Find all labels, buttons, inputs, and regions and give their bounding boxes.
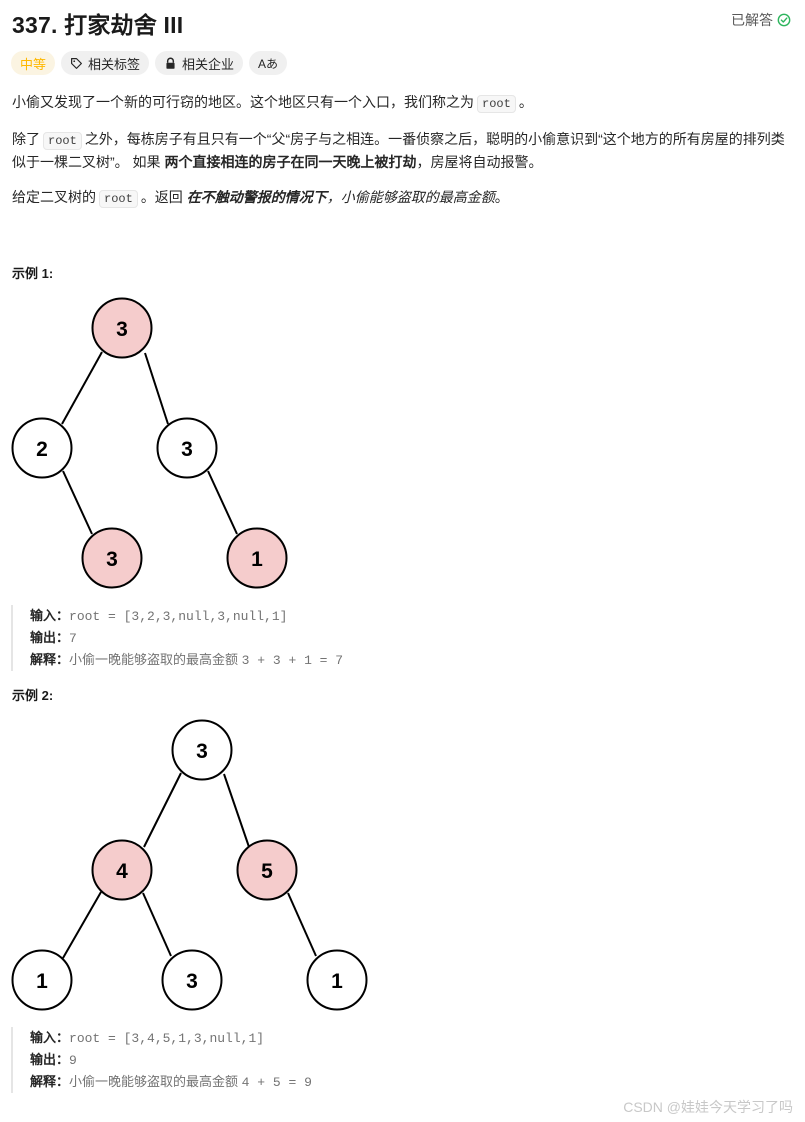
svg-text:1: 1 bbox=[36, 970, 48, 993]
svg-text:3: 3 bbox=[116, 318, 128, 341]
translate-icon: Aあ bbox=[258, 56, 279, 71]
difficulty-badge[interactable]: 中等 bbox=[11, 51, 56, 75]
svg-text:4: 4 bbox=[116, 860, 128, 883]
translate-button[interactable]: Aあ bbox=[249, 51, 288, 75]
related-tags-button[interactable]: 相关标签 bbox=[61, 51, 150, 75]
example-2-input: root = [3,4,5,1,3,null,1] bbox=[69, 1031, 265, 1046]
svg-text:1: 1 bbox=[251, 548, 263, 571]
example-1-io-block: 输入：root = [3,2,3,null,3,null,1] 输出：7 解释：… bbox=[11, 605, 343, 671]
tag-icon bbox=[71, 57, 82, 69]
example-1-explanation: 3 + 3 + 1 = 7 bbox=[241, 653, 344, 668]
tree-node: 1 bbox=[306, 949, 368, 1011]
example-2-heading: 示例 2: bbox=[12, 688, 54, 703]
tree-node: 3 bbox=[156, 417, 218, 479]
example-2-tree-diagram: 3 4 5 1 3 1 bbox=[11, 719, 368, 1011]
tree-node: 2 bbox=[11, 417, 73, 479]
example-1-output: 7 bbox=[69, 631, 77, 646]
inline-code-root: root bbox=[477, 95, 516, 113]
svg-text:3: 3 bbox=[181, 438, 193, 461]
bold-condition: 两个直接相连的房子在同一天晚上被打劫 bbox=[164, 154, 417, 170]
related-companies-button[interactable]: 相关企业 bbox=[155, 51, 244, 75]
inline-code-root: root bbox=[99, 190, 138, 208]
svg-text:3: 3 bbox=[196, 740, 208, 763]
tree-node: 4 bbox=[91, 839, 153, 901]
lock-icon bbox=[166, 57, 175, 69]
solved-status: 已解答 bbox=[731, 10, 791, 30]
related-companies-label: 相关企业 bbox=[182, 56, 235, 72]
example-2-io-block: 输入：root = [3,4,5,1,3,null,1] 输出：9 解释：小偷一… bbox=[11, 1027, 312, 1093]
svg-text:2: 2 bbox=[36, 438, 48, 461]
tree-node: 5 bbox=[236, 839, 298, 901]
svg-text:3: 3 bbox=[186, 970, 198, 993]
bold-italic-condition: 在不触动警报的情况下 bbox=[186, 189, 327, 205]
related-tags-label: 相关标签 bbox=[88, 56, 141, 72]
difficulty-label: 中等 bbox=[20, 56, 47, 72]
tree-node: 3 bbox=[171, 719, 233, 781]
tree-node: 1 bbox=[11, 949, 73, 1011]
svg-text:1: 1 bbox=[331, 970, 343, 993]
problem-title: 337. 打家劫舍 III bbox=[12, 12, 184, 38]
example-1-input: root = [3,2,3,null,3,null,1] bbox=[69, 609, 288, 624]
example-2-output: 9 bbox=[69, 1053, 77, 1068]
watermark: CSDN @娃娃今天学习了吗 bbox=[623, 1099, 793, 1115]
example-1-heading: 示例 1: bbox=[12, 266, 54, 281]
svg-text:3: 3 bbox=[106, 548, 118, 571]
tree-node: 3 bbox=[81, 527, 143, 589]
tree-node: 1 bbox=[226, 527, 288, 589]
tag-bar: 中等 相关标签 相关企业 Aあ bbox=[11, 51, 288, 75]
tree-node: 3 bbox=[91, 297, 153, 359]
example-1-tree-diagram: 3 2 3 3 1 bbox=[11, 297, 288, 589]
tree-node: 3 bbox=[161, 949, 223, 1011]
solved-label: 已解答 bbox=[731, 12, 773, 28]
inline-code-root: root bbox=[43, 132, 82, 150]
example-2-explanation: 4 + 5 = 9 bbox=[241, 1075, 312, 1090]
svg-text:5: 5 bbox=[261, 860, 273, 883]
check-circle-icon bbox=[777, 13, 791, 27]
